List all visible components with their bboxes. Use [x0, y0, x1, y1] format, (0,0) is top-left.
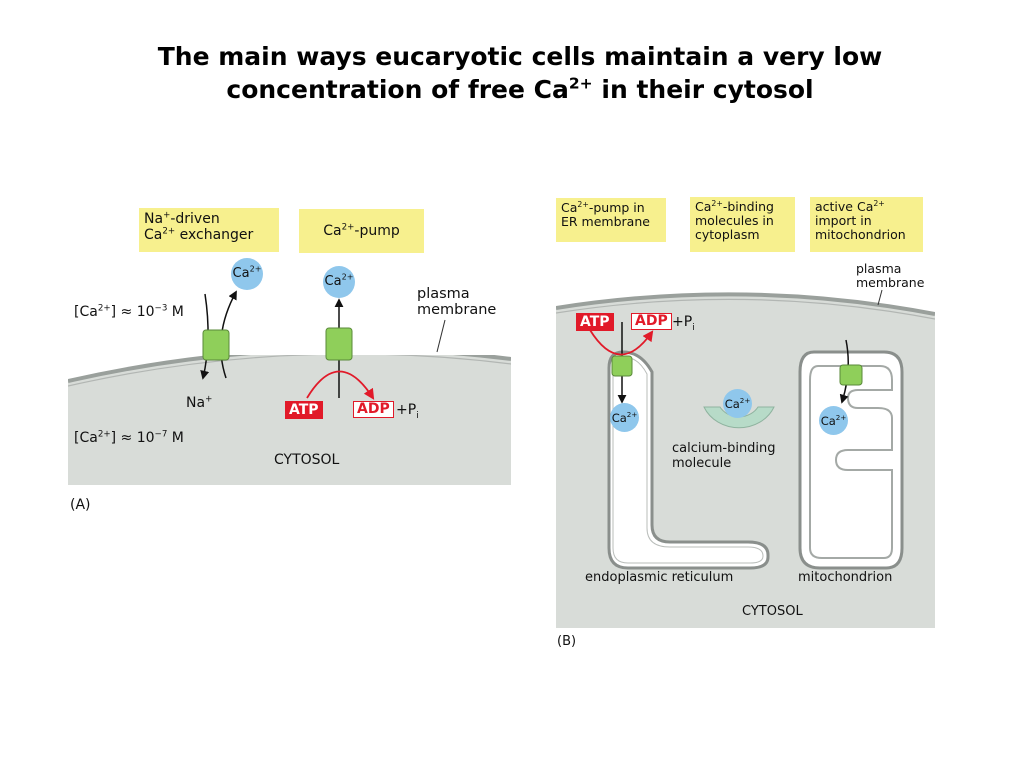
sodium-ion-label: Na+	[186, 394, 213, 411]
exchanger-transporter	[202, 329, 230, 361]
calcium-ion-bound: Ca2+	[723, 389, 752, 418]
pump-label-box: Ca2+-pump	[299, 209, 424, 253]
membrane-pointer-b	[877, 289, 883, 306]
outside-concentration: [Ca2+] ≈ 10−3 M	[74, 303, 184, 320]
plasma-membrane-label-b: plasma membrane	[856, 261, 925, 290]
panel-a-label: (A)	[70, 497, 91, 513]
mito-import-transporter	[839, 364, 863, 386]
calcium-ion-er: Ca2+	[610, 403, 639, 432]
er-label: endoplasmic reticulum	[585, 570, 734, 585]
panel-b-label: (B)	[557, 634, 577, 649]
atp-label-b: ATP	[576, 313, 614, 331]
er-pump-label-box: Ca2+-pump in ER membrane	[556, 198, 666, 242]
slide-title: The main ways eucaryotic cells maintain …	[90, 40, 950, 106]
er-pump-transporter	[611, 355, 633, 377]
cytosol-label-a: CYTOSOL	[274, 452, 340, 468]
mito-import-label-box: active Ca2+ import in mitochondrion	[810, 197, 923, 252]
panel-a-cytosol	[68, 355, 511, 485]
adp-label-b: ADP	[631, 313, 672, 330]
mito-label: mitochondrion	[798, 570, 893, 585]
calcium-ion-exchanger: Ca2+	[231, 258, 263, 290]
pump-transporter	[325, 327, 353, 361]
adp-label-a: ADP	[353, 401, 394, 418]
exchanger-label-box: Na+-driven Ca2+ exchanger	[139, 208, 279, 252]
calcium-ion-pump: Ca2+	[323, 266, 355, 298]
atp-label-a: ATP	[285, 401, 323, 419]
plasma-membrane-label-a: plasma membrane	[417, 286, 497, 318]
title-line-1: The main ways eucaryotic cells maintain …	[157, 42, 883, 71]
endoplasmic-reticulum	[607, 350, 770, 570]
phosphate-label-b: +Pi	[672, 314, 695, 333]
title-line-2: concentration of free Ca2+ in their cyto…	[226, 74, 814, 104]
binding-molecule-label: calcium-binding molecule	[672, 441, 776, 471]
calcium-ion-mito: Ca2+	[819, 406, 848, 435]
inside-concentration: [Ca2+] ≈ 10−7 M	[74, 429, 184, 446]
phosphate-label-a: +Pi	[396, 402, 419, 421]
membrane-pointer-a	[436, 319, 446, 353]
binding-molecules-label-box: Ca2+-binding molecules in cytoplasm	[690, 197, 795, 252]
cytosol-label-b: CYTOSOL	[742, 604, 803, 619]
